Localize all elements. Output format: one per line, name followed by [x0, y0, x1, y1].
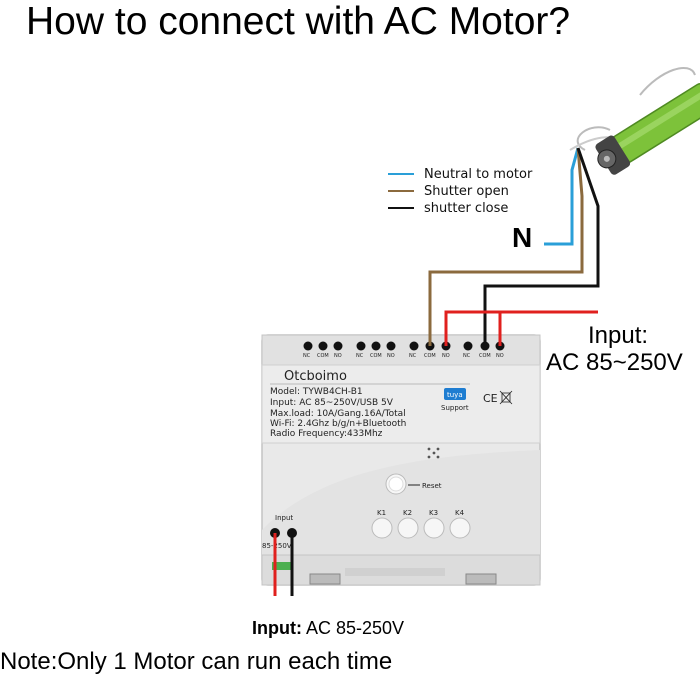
wifi-text: Wi-Fi: 2.4Ghz b/g/n+Bluetooth [270, 419, 406, 429]
led-indicator [427, 447, 440, 459]
legend-label-open: Shutter open [424, 184, 509, 199]
terminal-label: NC [409, 353, 417, 359]
support-text: Support [441, 404, 469, 412]
terminal-label: COM [424, 353, 436, 359]
terminal-label: COM [479, 353, 491, 359]
wire-live-com [444, 310, 598, 346]
k3-label: K3 [429, 509, 438, 517]
k2-label: K2 [403, 509, 412, 517]
input-terminal-label: Input [275, 514, 293, 522]
wire-neutral [544, 147, 580, 246]
legend-label-close: shutter close [424, 201, 508, 216]
bottom-input-key: Input: [252, 618, 302, 638]
wire-open [428, 147, 584, 346]
terminal-label: NO [334, 353, 342, 359]
wire-close [483, 147, 600, 346]
tuya-text: tuya [447, 391, 463, 399]
terminal-label: COM [317, 353, 329, 359]
wires [273, 147, 600, 596]
weee-bin-icon [499, 390, 513, 405]
k2-button[interactable] [397, 517, 419, 539]
neutral-label: N [512, 222, 532, 253]
right-input-label: Input: [588, 322, 648, 349]
wire-legend: Neutral to motor Shutter open shutter cl… [388, 167, 533, 216]
k4-button[interactable] [449, 517, 471, 539]
right-input-value: AC 85~250V [546, 349, 683, 376]
bottom-input-value: AC 85-250V [306, 618, 405, 638]
bottom-input-label: Input: AC 85-250V [252, 618, 404, 639]
input-voltage-label: 85-250V [262, 542, 292, 550]
terminal-label: COM [370, 353, 382, 359]
ac-motor-image [569, 66, 700, 175]
k1-label: K1 [377, 509, 386, 517]
model-text: Model: TYWB4CH-B1 [270, 387, 363, 397]
brand-name: Otcboimo [284, 369, 347, 384]
relay-module [261, 334, 541, 586]
reset-button[interactable]: Reset [385, 473, 442, 495]
terminal-label: NO [496, 353, 504, 359]
ce-mark: CE [483, 392, 498, 405]
k1-button[interactable] [371, 517, 393, 539]
reset-label: Reset [422, 482, 442, 490]
terminal-label: NC [303, 353, 311, 359]
k4-label: K4 [455, 509, 465, 517]
terminal-label: NC [463, 353, 471, 359]
tuya-logo [444, 388, 466, 400]
terminal-label: NO [442, 353, 450, 359]
maxload-text: Max.load: 10A/Gang.16A/Total [270, 409, 406, 419]
input-spec-text: Input: AC 85~250V/USB 5V [270, 398, 394, 408]
legend-label-neutral: Neutral to motor [424, 167, 533, 182]
note-text: Note:Only 1 Motor can run each time [0, 648, 393, 675]
k3-button[interactable] [423, 517, 445, 539]
relay-terminals: NC COM NO NC COM NO NC COM NO NC COM NO [303, 341, 505, 359]
terminal-label: NC [356, 353, 364, 359]
page-title: How to connect with AC Motor? [26, 0, 571, 43]
terminal-label: NO [387, 353, 395, 359]
k-buttons: K1 K2 K3 K4 [371, 509, 471, 539]
device-label: Otcboimo Model: TYWB4CH-B1 Input: AC 85~… [270, 369, 513, 439]
radio-text: Radio Frequency:433Mhz [270, 429, 383, 439]
